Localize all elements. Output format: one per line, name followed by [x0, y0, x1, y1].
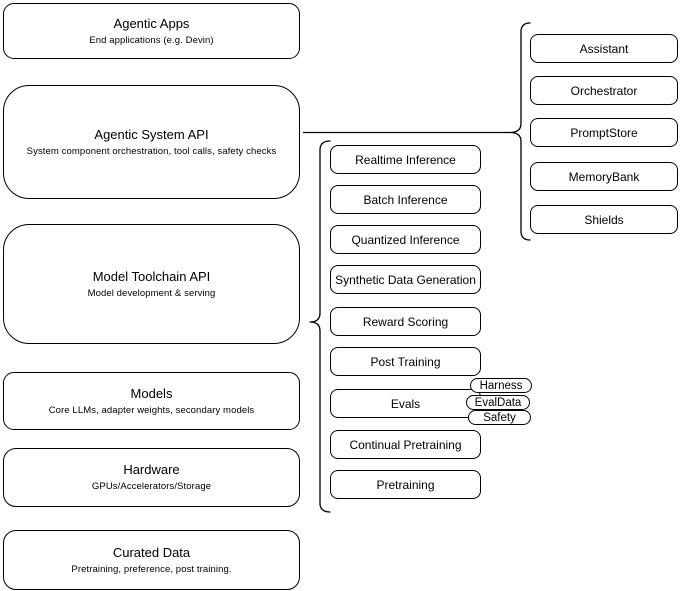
box-realtime-inference: Realtime Inference — [330, 145, 481, 174]
box-subtitle: GPUs/Accelerators/Storage — [91, 481, 212, 492]
box-subtitle: Model development & serving — [87, 287, 216, 299]
box-subtitle: Pretraining, preference, post training. — [71, 563, 232, 575]
box-agentic-apps: Agentic Apps End applications (e.g. Devi… — [3, 3, 300, 59]
pill-label: Harness — [479, 379, 523, 392]
box-label: MemoryBank — [568, 169, 640, 184]
box-label: Realtime Inference — [355, 152, 456, 167]
box-shields: Shields — [530, 205, 678, 234]
box-label: Post Training — [370, 354, 441, 369]
box-title: Hardware — [123, 462, 180, 477]
box-title: Agentic Apps — [113, 15, 190, 31]
box-agentic-system-api: Agentic System API System component orch… — [3, 85, 300, 199]
box-orchestrator: Orchestrator — [530, 76, 678, 105]
pill-evaldata: EvalData — [466, 395, 530, 410]
box-label: Assistant — [579, 41, 629, 56]
box-curated-data: Curated Data Pretraining, preference, po… — [3, 530, 300, 590]
box-promptstore: PromptStore — [530, 118, 678, 147]
box-label: Synthetic Data Generation — [335, 272, 476, 287]
box-label: Shields — [584, 212, 624, 227]
pill-harness: Harness — [470, 378, 532, 393]
box-assistant: Assistant — [530, 34, 678, 63]
box-post-training: Post Training — [330, 347, 481, 376]
middle-column-brace — [309, 140, 331, 513]
box-label: PromptStore — [570, 125, 638, 140]
box-synthetic-data-generation: Synthetic Data Generation — [330, 265, 481, 294]
pill-label: Safety — [483, 411, 516, 424]
box-label: Evals — [390, 396, 421, 411]
box-label: Continual Pretraining — [349, 437, 462, 452]
box-subtitle: End applications (e.g. Devin) — [89, 34, 214, 46]
box-title: Curated Data — [112, 544, 191, 560]
box-title: Models — [130, 385, 173, 401]
pill-label: EvalData — [474, 396, 522, 409]
box-label: Batch Inference — [363, 192, 448, 207]
box-label: Quantized Inference — [351, 232, 460, 247]
box-memorybank: MemoryBank — [530, 162, 678, 191]
box-label: Pretraining — [376, 477, 435, 492]
box-title: Agentic System API — [94, 126, 209, 142]
box-title: Model Toolchain API — [92, 268, 211, 284]
box-evals: Evals — [330, 389, 481, 418]
box-label: Orchestrator — [570, 83, 638, 98]
box-continual-pretraining: Continual Pretraining — [330, 430, 481, 459]
box-quantized-inference: Quantized Inference — [330, 225, 481, 254]
box-subtitle: Core LLMs, adapter weights, secondary mo… — [48, 404, 255, 416]
box-model-toolchain-api: Model Toolchain API Model development & … — [3, 224, 300, 344]
box-models: Models Core LLMs, adapter weights, secon… — [3, 372, 300, 430]
box-batch-inference: Batch Inference — [330, 185, 481, 214]
box-subtitle: System component orchestration, tool cal… — [26, 145, 277, 157]
pill-safety: Safety — [468, 410, 531, 425]
box-label: Reward Scoring — [362, 314, 449, 329]
box-hardware: Hardware GPUs/Accelerators/Storage — [3, 448, 300, 507]
right-column-brace — [509, 22, 531, 241]
box-reward-scoring: Reward Scoring — [330, 307, 481, 336]
box-pretraining: Pretraining — [330, 470, 481, 499]
